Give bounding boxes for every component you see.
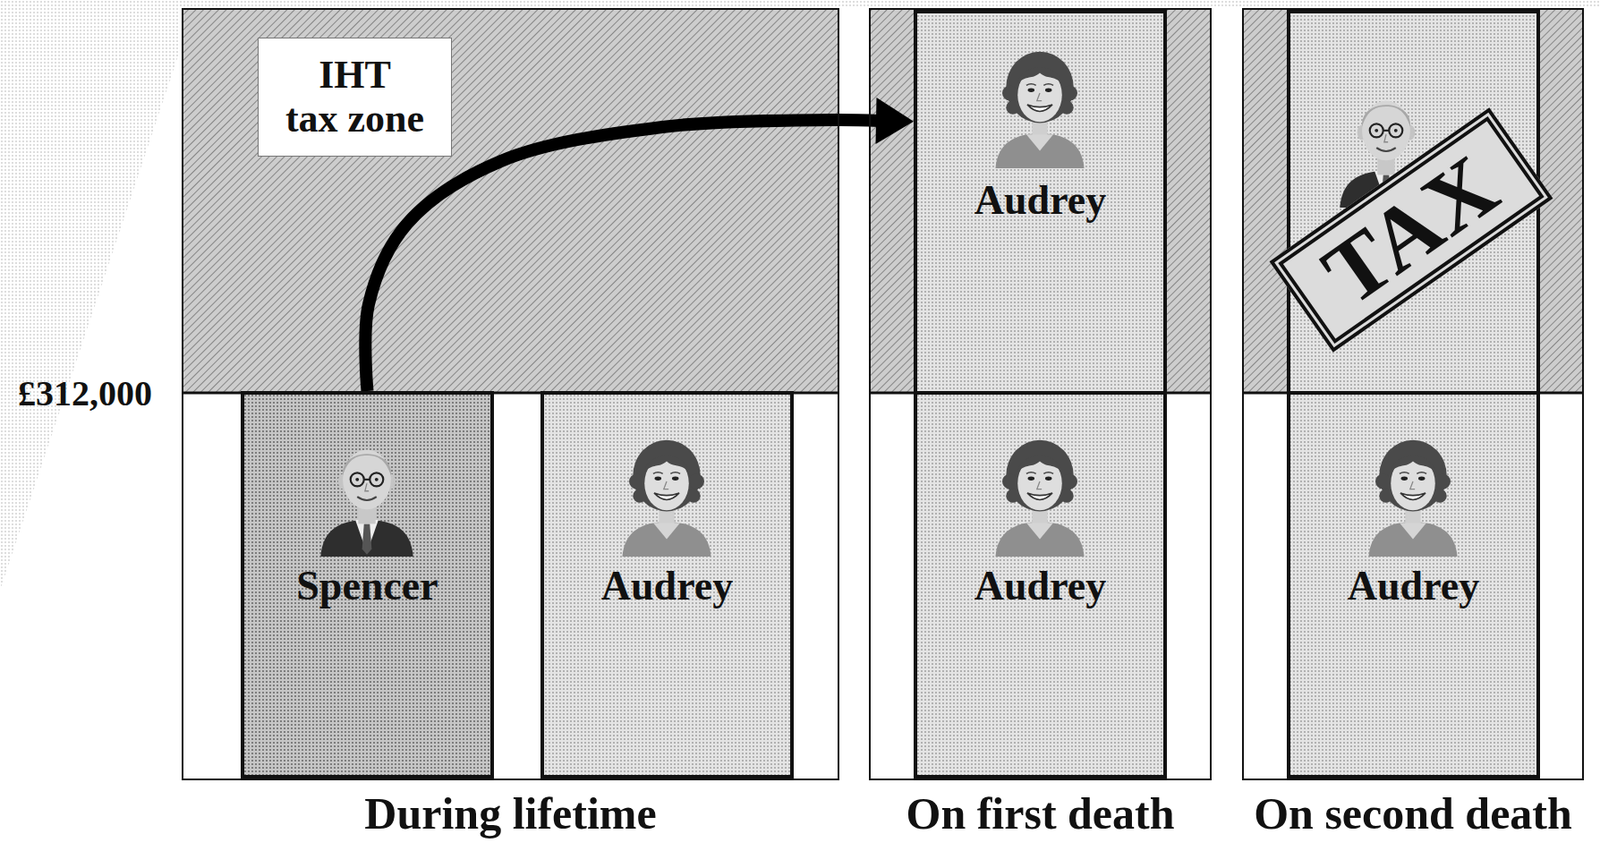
person-name: Audrey (544, 562, 791, 611)
person-box: Audrey (913, 9, 1167, 395)
stage-panel: IHT tax zoneSpencerAudreyDuring lifetime (181, 8, 840, 781)
box-fill (1286, 391, 1541, 779)
person-name: Audrey (917, 562, 1164, 611)
person-name: Audrey (1290, 562, 1537, 611)
box-fill (240, 391, 494, 779)
stage-panel: AudreyAudreyOn first death (868, 8, 1212, 781)
box-fill (540, 391, 794, 779)
portrait (1368, 440, 1457, 557)
threshold-value: £312,000 (8, 372, 162, 416)
person-box: Audrey (913, 391, 1167, 779)
panel-caption: During lifetime (102, 789, 919, 839)
tax-zone-hatch (181, 8, 840, 393)
tax-stamp: TAX (1269, 107, 1554, 353)
panel-caption: On second death (1163, 789, 1600, 839)
portrait (320, 449, 413, 557)
person-name: Audrey (917, 177, 1164, 225)
panel-caption: On first death (790, 789, 1291, 839)
box-fill (913, 391, 1167, 779)
stamp-word: TAX (1308, 139, 1514, 321)
zone-name: IHT tax zone (285, 53, 425, 141)
person-box: Audrey (1286, 391, 1541, 779)
box-fill (913, 9, 1167, 395)
person-box: Spencer (240, 391, 494, 779)
stage-panel: TAXAudreyOn second death (1242, 8, 1584, 781)
person-box: TAX (1286, 9, 1541, 395)
portrait (995, 440, 1084, 557)
person-box: Audrey (540, 391, 794, 779)
person-name: Spencer (244, 562, 491, 611)
portrait (995, 51, 1084, 169)
portrait (621, 440, 711, 557)
tax-zone-label: IHT tax zone (257, 37, 452, 157)
arrow-head (876, 97, 914, 145)
arrow-shaft (365, 119, 880, 392)
